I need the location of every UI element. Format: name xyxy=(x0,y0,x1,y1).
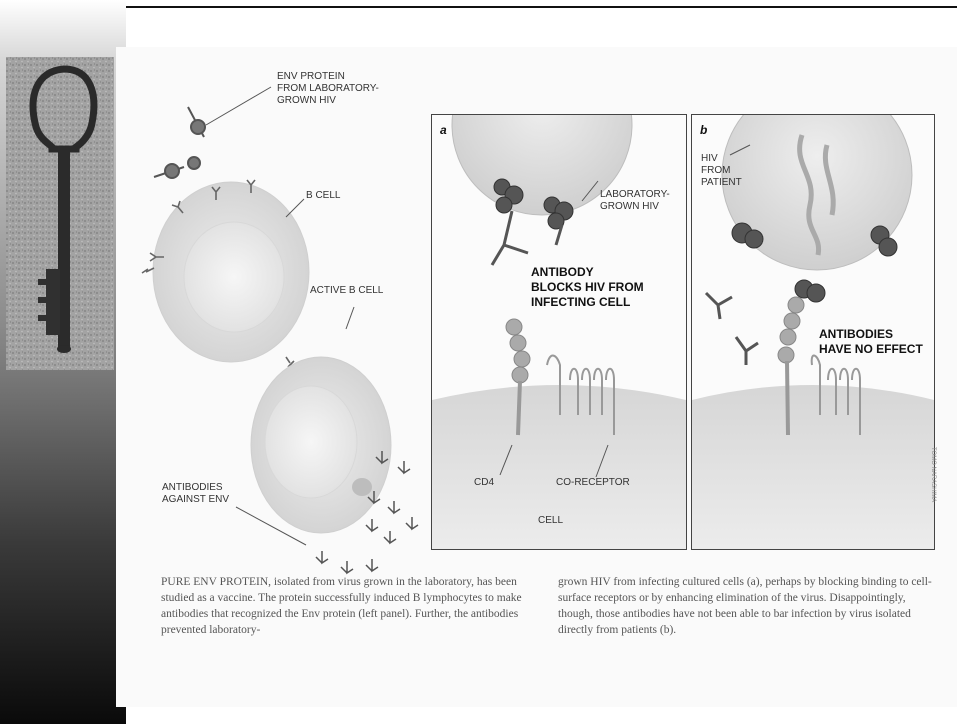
lab-hiv-label: LABORATORY- GROWN HIV xyxy=(600,189,670,213)
hiv-from-patient-label: HIV FROM PATIENT xyxy=(701,153,742,189)
hiv-figure: ENV PROTEIN FROM LABORATORY- GROWN HIV B… xyxy=(116,47,957,707)
left-illustration xyxy=(136,67,436,587)
coreceptor-label: CO-RECEPTOR xyxy=(556,477,630,489)
antibodies-label: ANTIBODIES AGAINST ENV xyxy=(162,482,229,506)
caption-right: grown HIV from infecting cultured cells … xyxy=(558,574,940,638)
b-cell-label: B CELL xyxy=(306,190,340,202)
cd4-label: CD4 xyxy=(474,477,494,489)
top-rule xyxy=(126,6,957,8)
env-protein-2 xyxy=(154,157,200,178)
panel-b-headline: ANTIBODIES HAVE NO EFFECT xyxy=(819,327,923,357)
panel-a-letter: a xyxy=(440,123,447,138)
panel-b-letter: b xyxy=(700,123,707,138)
active-b-cell-label: ACTIVE B CELL xyxy=(310,285,383,297)
caption-left: PURE ENV PROTEIN, isolated from virus gr… xyxy=(161,574,546,638)
panel-a-headline: ANTIBODY BLOCKS HIV FROM INFECTING CELL xyxy=(531,265,644,310)
env-protein-1 xyxy=(188,107,205,137)
caption-lead: PURE ENV PROTEIN, xyxy=(161,576,271,588)
cell-label: CELL xyxy=(538,515,563,527)
env-protein-label: ENV PROTEIN FROM LABORATORY- GROWN HIV xyxy=(277,71,379,107)
key-photo xyxy=(6,57,114,370)
artist-credit: TOMO NARASHIMA xyxy=(929,447,936,557)
